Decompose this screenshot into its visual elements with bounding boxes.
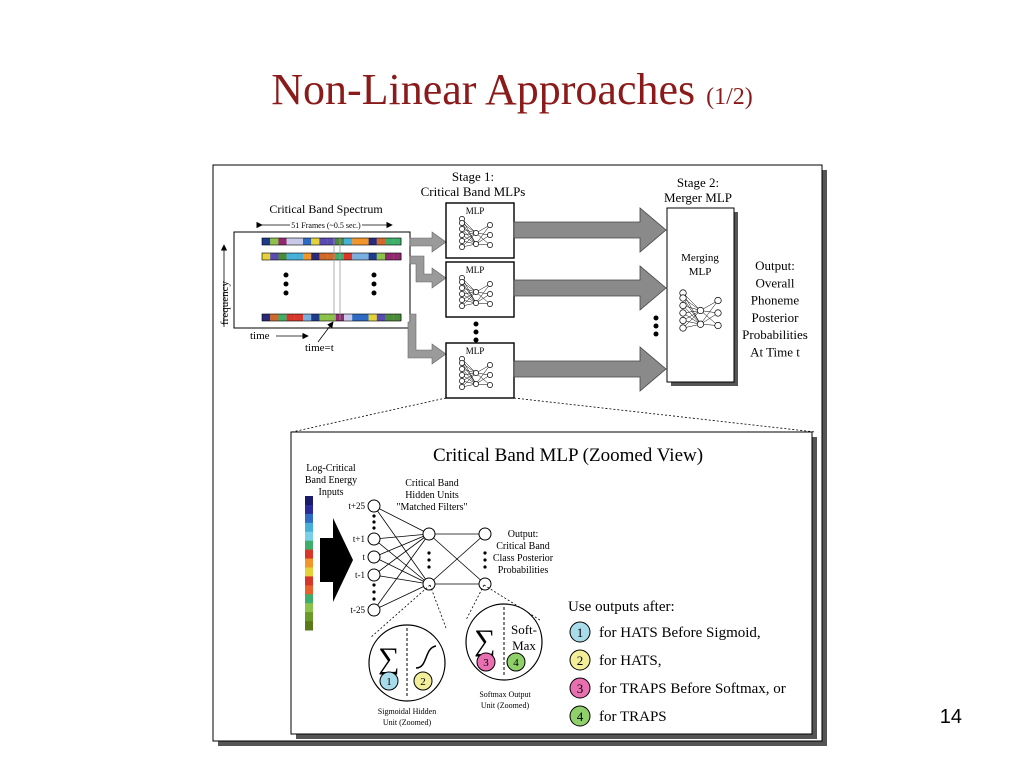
legend-item-text: for TRAPS Before Softmax, or: [599, 681, 786, 697]
energy-colorbar: [305, 496, 313, 631]
spectrum-box: [233, 231, 411, 329]
sigmoid-marker-1: [379, 671, 399, 691]
zoom-output-line-1: Output:: [508, 529, 539, 540]
output-line-5: Probabilities: [742, 327, 808, 342]
sigmoid-marker-2-num: 2: [420, 676, 426, 688]
svg-text:MLP: MLP: [466, 346, 485, 356]
zoom-network: [367, 499, 492, 617]
time-tap-label: t: [362, 552, 365, 562]
use-outputs-legend: 1 for HATS Before Sigmoid, 2 for HATS, 3 for …: [569, 621, 786, 727]
use-outputs-title: Use outputs after:: [568, 599, 675, 615]
legend-marker-num: 4: [577, 709, 584, 724]
mlp-dots: [473, 321, 479, 343]
hidden-line-2: Hidden Units: [405, 490, 459, 501]
output-line-2: Overall: [756, 275, 795, 290]
time-t-label: time=t: [305, 342, 334, 354]
output-line-4: Posterior: [752, 310, 800, 325]
inputs-line-1: Log-Critical: [306, 463, 356, 474]
spectrum-title: Critical Band Spectrum: [269, 202, 383, 216]
softmax-marker-4: [506, 652, 526, 672]
output-line-3: Phoneme: [751, 293, 800, 308]
overall-output-text: Output: OverallPhonemePosteriorProbabilit…: [742, 258, 808, 360]
mlp-box-3: MLP: [445, 342, 515, 399]
sigmoid-curve-icon: [415, 645, 437, 669]
sigmoid-marker-2: [413, 671, 433, 691]
slide-title: Non-Linear Approaches (1/2): [0, 68, 1024, 112]
legend-marker-1: [569, 621, 591, 643]
stage1-heading-2: Critical Band MLPs: [421, 184, 526, 199]
sigmoid-caption-2: Unit (Zoomed): [383, 718, 432, 727]
svg-text:MLP: MLP: [466, 206, 485, 216]
softmax-sum-symbol: ∑: [474, 624, 495, 657]
merging-label-2: MLP: [689, 266, 712, 278]
inputs-line-2: Band Energy: [305, 475, 357, 486]
output-line-1: Output:: [755, 258, 795, 273]
hidden-line-1: Critical Band: [405, 478, 459, 489]
softmax-marker-3: [476, 652, 496, 672]
softmax-caption-2: Unit (Zoomed): [481, 701, 530, 710]
time-t-arrow: [317, 321, 334, 343]
softmax-zoom-line-2: [483, 584, 541, 621]
softmax-caption-1: Softmax Output: [479, 690, 531, 699]
title-suffix: (1/2): [706, 84, 753, 110]
softmax-zoom-line-1: [465, 584, 485, 621]
stage2-heading-2: Merger MLP: [664, 190, 732, 205]
legend-marker-4: [569, 705, 591, 727]
mlp-box-1: MLP: [445, 202, 515, 259]
legend-marker-2: [569, 649, 591, 671]
zoom-line-right: [513, 397, 816, 433]
merging-mlp-box: [666, 207, 735, 383]
legend-marker-num: 1: [577, 625, 584, 640]
time-label: time: [250, 330, 270, 342]
zoom-title: Critical Band MLP (Zoomed View): [433, 445, 703, 466]
spectrum-bands: [261, 237, 402, 322]
zoom-output-line-2: Critical Band: [496, 541, 550, 552]
mlp-box-2: MLP: [445, 261, 515, 318]
title-main: Non-Linear Approaches: [271, 65, 696, 114]
zoom-output-line-3: Class Posterior: [493, 553, 554, 564]
softmax-marker-4-num: 4: [513, 657, 519, 669]
time-tap-label: t-1: [355, 570, 365, 580]
spectrum-dots: [283, 272, 377, 296]
legend-marker-num: 3: [577, 681, 584, 696]
sigmoid-zoom-line-1: [369, 584, 431, 639]
hidden-line-3: "Matched Filters": [396, 502, 467, 513]
merger-dots: [653, 315, 659, 337]
softmax-text-1: Soft-: [511, 622, 537, 637]
legend-item-text: for TRAPS: [599, 709, 667, 725]
merger-arrows: [513, 207, 667, 392]
stage1-heading-1: Stage 1:: [452, 169, 494, 184]
time-tap-label: t+25: [348, 501, 365, 511]
zoom-output-line-4: Probabilities: [498, 565, 549, 576]
stage2-heading-1: Stage 2:: [677, 175, 719, 190]
sigmoid-sum-symbol: ∑: [378, 642, 399, 675]
legend-item-text: for HATS,: [599, 653, 662, 669]
sigmoid-caption-1: Sigmoidal Hidden: [378, 707, 436, 716]
legend-item-text: for HATS Before Sigmoid,: [599, 625, 761, 641]
merging-label-1: Merging: [681, 252, 719, 264]
input-arrows: [407, 231, 447, 365]
output-line-6: At Time t: [750, 345, 800, 360]
legend-marker-num: 2: [577, 653, 584, 668]
time-tap-label: t+1: [353, 534, 365, 544]
frames-label: 51 Frames (~0.5 sec.): [291, 221, 361, 230]
inputs-line-3: Inputs: [319, 487, 344, 498]
page-number: 14: [939, 706, 962, 728]
merging-network: [679, 289, 722, 332]
softmax-marker-3-num: 3: [483, 657, 489, 669]
legend-marker-3: [569, 677, 591, 699]
time-tap-label: t-25: [351, 605, 366, 615]
input-big-arrow: [320, 518, 353, 602]
frequency-label: frequency: [219, 281, 231, 325]
softmax-text-2: Max: [512, 638, 536, 653]
time-tap-labels: t+25 t+1 t t-1 t-25: [348, 501, 365, 615]
sigmoid-marker-1-num: 1: [386, 676, 392, 688]
svg-text:MLP: MLP: [466, 265, 485, 275]
